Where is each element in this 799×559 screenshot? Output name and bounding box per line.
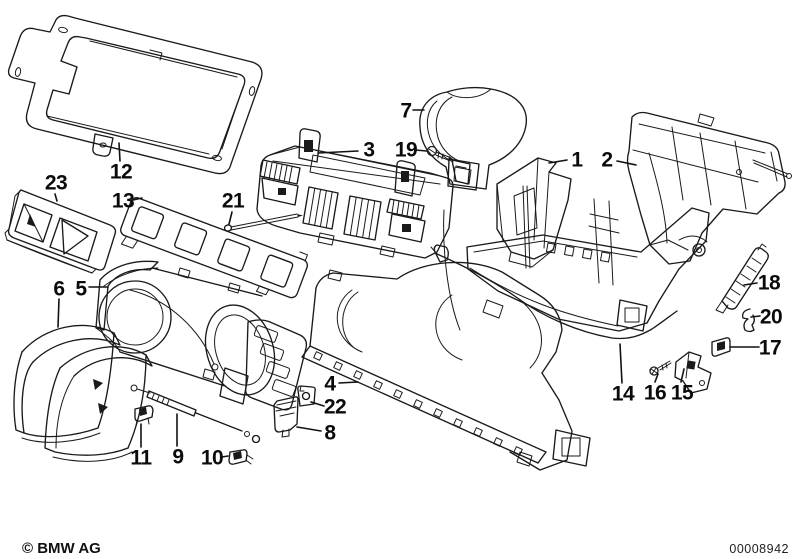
part-18-ribbed-rail-art <box>716 244 768 313</box>
part-7-air-duct-art <box>420 88 527 190</box>
callout-10[interactable]: 10 <box>200 446 224 470</box>
part-19-screw-art <box>428 147 453 161</box>
part-6-curved-cover-art <box>14 325 152 461</box>
part-9-bowden-cable-art <box>131 385 260 443</box>
part-3-upper-housing-art <box>257 129 470 262</box>
callout-8[interactable]: 8 <box>324 421 336 445</box>
callout-7[interactable]: 7 <box>400 99 412 123</box>
part-15-mounting-bracket-art <box>675 352 711 393</box>
part-5-blower-housing-art <box>96 261 306 410</box>
callout-22[interactable]: 22 <box>323 395 347 419</box>
part-13-gasket-strip-art <box>116 190 311 307</box>
callout-14[interactable]: 14 <box>611 382 635 406</box>
callout-9[interactable]: 9 <box>172 445 184 469</box>
part-10-clamp-art <box>229 450 253 464</box>
callout-21[interactable]: 21 <box>221 189 245 213</box>
copyright-text: © BMW AG <box>22 540 101 557</box>
part-4-lower-housing-art <box>302 210 590 470</box>
part-11-clamp-art <box>135 406 153 426</box>
part-14-wire-art <box>431 247 677 339</box>
callout-12[interactable]: 12 <box>109 160 133 184</box>
callout-13[interactable]: 13 <box>111 189 135 213</box>
callout-2[interactable]: 2 <box>601 148 613 172</box>
callout-leader-lines <box>55 110 760 457</box>
callout-19[interactable]: 19 <box>394 138 418 162</box>
callout-18[interactable]: 18 <box>757 271 781 295</box>
callout-1[interactable]: 1 <box>571 148 583 172</box>
part-2-rear-cover-art <box>628 113 792 265</box>
callout-3[interactable]: 3 <box>363 138 375 162</box>
callout-16[interactable]: 16 <box>643 381 667 405</box>
part-20-clip-art <box>743 309 755 332</box>
assembly-base-tray-art <box>467 186 709 331</box>
part-23-vent-frame-art <box>5 190 115 273</box>
part-21-pin-art <box>224 214 303 232</box>
part-1-housing-piece-art <box>497 158 571 267</box>
part-16-screw-art <box>650 361 671 375</box>
callout-4[interactable]: 4 <box>324 372 336 396</box>
part-12-cover-frame-art <box>9 16 262 174</box>
part-22-retainer-plate-art <box>298 386 315 406</box>
callout-11[interactable]: 11 <box>130 446 152 470</box>
callout-20[interactable]: 20 <box>759 305 783 329</box>
callout-17[interactable]: 17 <box>758 336 782 360</box>
callout-15[interactable]: 15 <box>670 381 694 405</box>
part-8-flap-art <box>274 397 298 437</box>
callout-6[interactable]: 6 <box>53 277 65 301</box>
part-17-bracket-art <box>712 338 730 356</box>
document-number: 00008942 <box>729 542 789 556</box>
callout-5[interactable]: 5 <box>75 277 87 301</box>
callout-23[interactable]: 23 <box>44 171 68 195</box>
